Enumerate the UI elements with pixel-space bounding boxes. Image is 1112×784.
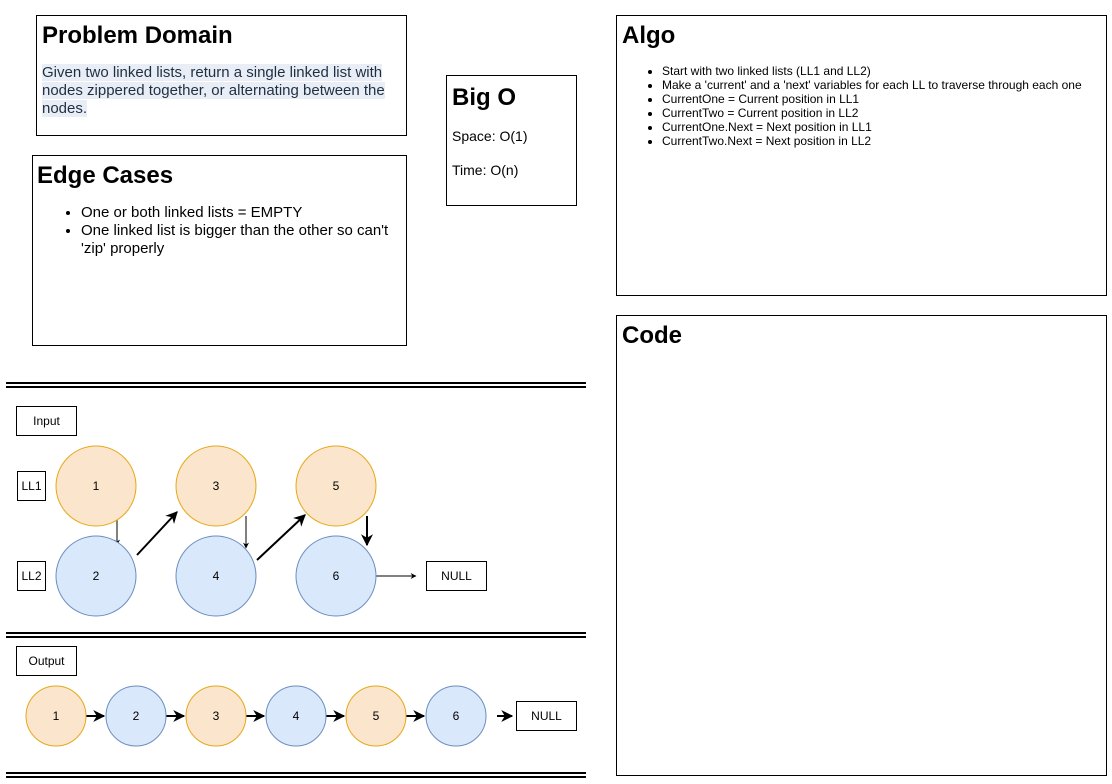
code-title: Code bbox=[622, 322, 682, 349]
algo-step: CurrentTwo.Next = Next position in LL2 bbox=[662, 134, 1101, 148]
big-o-panel: Big O Space: O(1) Time: O(n) bbox=[446, 75, 577, 206]
space-complexity: Space: O(1) bbox=[452, 128, 528, 144]
edge-case-item: One linked list is bigger than the other… bbox=[81, 222, 402, 258]
ll1-node-value: 1 bbox=[93, 479, 100, 493]
output-node-value: 2 bbox=[133, 709, 140, 723]
ll1-node-value: 5 bbox=[333, 479, 340, 493]
ll2-node-value: 2 bbox=[93, 569, 100, 583]
ll2-node: 2 bbox=[55, 535, 137, 617]
separator-line bbox=[6, 772, 586, 774]
separator-line bbox=[6, 636, 586, 638]
edge-cases-list: One or both linked lists = EMPTY One lin… bbox=[37, 204, 402, 258]
separator-line bbox=[6, 632, 586, 634]
ll1-node-value: 3 bbox=[213, 479, 220, 493]
ll1-node: 1 bbox=[55, 445, 137, 527]
code-panel: Code bbox=[616, 315, 1107, 776]
edge-cases-panel: Edge Cases One or both linked lists = EM… bbox=[32, 155, 407, 346]
algo-step: CurrentOne = Current position in LL1 bbox=[662, 92, 1101, 106]
ll1-node: 5 bbox=[295, 445, 377, 527]
edge-cases-title: Edge Cases bbox=[37, 162, 174, 189]
null-label: NULL bbox=[441, 569, 472, 583]
separator-line bbox=[6, 776, 586, 778]
algo-step: CurrentTwo = Current position in LL2 bbox=[662, 106, 1101, 120]
ll1-label: LL1 bbox=[21, 479, 42, 493]
output-node: 6 bbox=[425, 685, 487, 747]
edge-case-item: One or both linked lists = EMPTY bbox=[81, 204, 402, 222]
ll2-node: 6 bbox=[295, 535, 377, 617]
algo-panel: Algo Start with two linked lists (LL1 an… bbox=[616, 15, 1107, 296]
algo-title: Algo bbox=[622, 22, 676, 49]
time-complexity: Time: O(n) bbox=[452, 162, 519, 178]
algo-step: CurrentOne.Next = Next position in LL1 bbox=[662, 120, 1101, 134]
algo-step: Make a 'current' and a 'next' variables … bbox=[662, 78, 1101, 92]
ll2-node-value: 4 bbox=[213, 569, 220, 583]
problem-domain-title: Problem Domain bbox=[42, 22, 233, 49]
output-node: 4 bbox=[265, 685, 327, 747]
output-label: Output bbox=[28, 654, 65, 668]
input-label: Input bbox=[33, 414, 60, 428]
output-label-box: Output bbox=[16, 646, 77, 676]
linked-list-diagram: 1 3 5 2 4 6 1 2 3 4 bbox=[25, 445, 514, 747]
output-node-value: 5 bbox=[373, 709, 380, 723]
output-node-value: 3 bbox=[213, 709, 220, 723]
separator-line bbox=[6, 386, 586, 388]
output-node: 1 bbox=[25, 685, 87, 747]
problem-domain-panel: Problem Domain Given two linked lists, r… bbox=[36, 15, 407, 136]
null-box: NULL bbox=[426, 561, 487, 591]
problem-domain-text: Given two linked lists, return a single … bbox=[42, 64, 385, 117]
output-null-box: NULL bbox=[516, 701, 577, 731]
algo-list: Start with two linked lists (LL1 and LL2… bbox=[622, 64, 1101, 148]
ll2-label-box: LL2 bbox=[17, 561, 46, 591]
output-null-label: NULL bbox=[531, 709, 562, 723]
ll2-node: 4 bbox=[175, 535, 257, 617]
output-node-value: 6 bbox=[453, 709, 460, 723]
output-node-value: 4 bbox=[293, 709, 300, 723]
separator-line bbox=[6, 382, 586, 384]
big-o-title: Big O bbox=[452, 84, 516, 111]
algo-step: Start with two linked lists (LL1 and LL2… bbox=[662, 64, 1101, 78]
ll1-node: 3 bbox=[175, 445, 257, 527]
output-node: 3 bbox=[185, 685, 247, 747]
ll1-label-box: LL1 bbox=[17, 471, 46, 501]
ll2-label: LL2 bbox=[21, 569, 42, 583]
output-node-value: 1 bbox=[53, 709, 60, 723]
arrow bbox=[256, 514, 306, 561]
output-node: 2 bbox=[105, 685, 167, 747]
output-node: 5 bbox=[345, 685, 407, 747]
ll2-node-value: 6 bbox=[333, 569, 340, 583]
input-label-box: Input bbox=[16, 406, 77, 436]
arrow bbox=[136, 511, 178, 556]
